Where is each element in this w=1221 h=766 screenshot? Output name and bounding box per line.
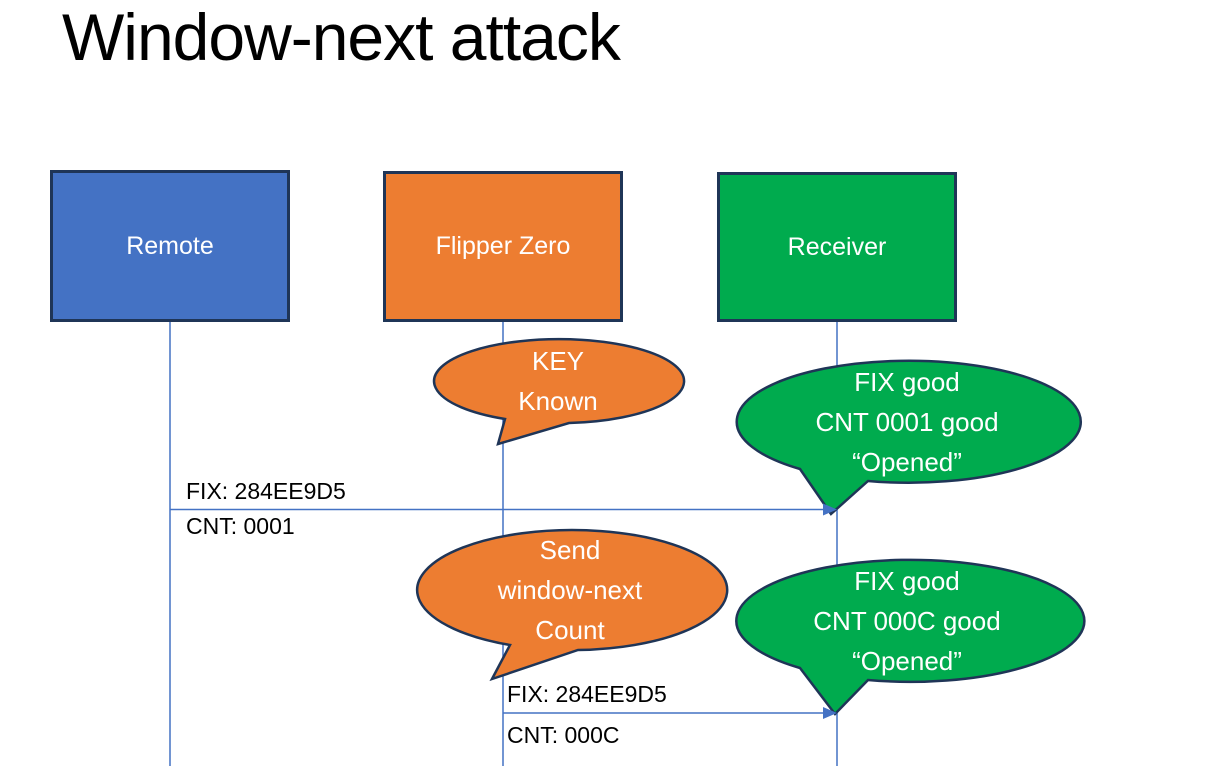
callout-text-opened-2: FIX good CNT 000C good “Opened” [733,561,1081,681]
callout-text-opened-1: FIX good CNT 0001 good “Opened” [735,362,1079,482]
actor-label-receiver: Receiver [787,232,887,261]
callout-text-send-window-next: Send window-next Count [415,530,725,650]
actor-label-flipper-zero: Flipper Zero [435,232,571,260]
actor-box-receiver: Receiver [717,172,957,322]
callout-line: Send [539,535,601,565]
callout-line: CNT 0001 good [815,407,999,437]
callout-line: FIX good [854,566,960,596]
callout-line: FIX good [854,367,960,397]
callout-line: “Opened” [852,646,962,676]
callout-bubble-opened-2 [735,558,1086,716]
callout-line: Known [518,386,598,416]
callout-line: window-next [497,575,643,605]
message-1-label-fix: FIX: 284EE9D5 [186,478,346,504]
message-2-label-fix: FIX: 284EE9D5 [507,681,667,707]
message-1-label-cnt: CNT: 0001 [186,513,295,539]
message-arrow-1-head [823,503,837,516]
callout-line: “Opened” [852,447,962,477]
actor-box-remote: Remote [50,170,290,322]
callout-bubble-opened-1 [735,359,1082,516]
message-arrow-2-head [823,707,837,719]
callout-bubble-send-window-next [416,528,729,682]
callout-bubble-key-known [432,337,686,446]
actor-box-flipper-zero: Flipper Zero [383,171,623,322]
message-2-label-cnt: CNT: 000C [507,722,620,748]
actor-label-remote: Remote [126,231,214,260]
callout-line: KEY [531,346,585,376]
callout-line: Count [535,615,605,645]
slide-title: Window-next attack [62,0,621,74]
callout-text-key-known: KEY Known [433,341,683,421]
callout-line: CNT 000C good [813,606,1001,636]
